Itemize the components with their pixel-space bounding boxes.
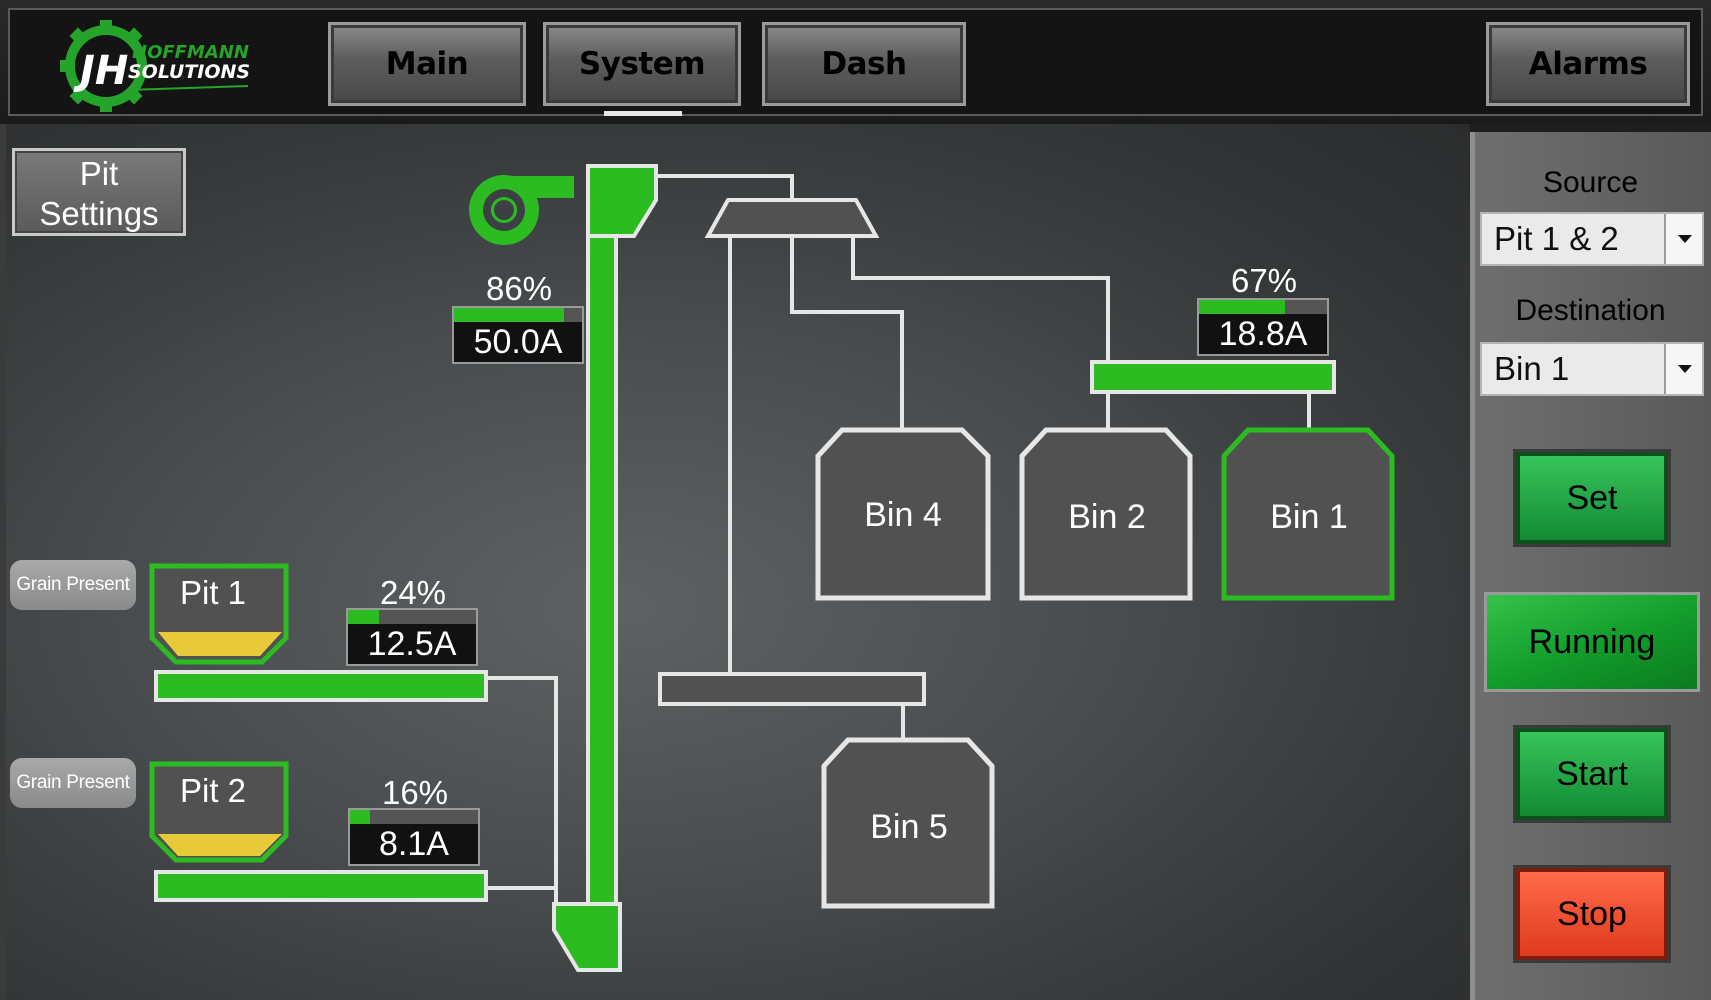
bin-2-label: Bin 2 xyxy=(1068,498,1146,536)
leg-head[interactable] xyxy=(586,164,658,238)
bin-1[interactable] xyxy=(1221,427,1395,601)
pit-settings-line-1: Pit xyxy=(79,155,119,192)
control-sidebar xyxy=(1470,132,1711,1000)
source-select[interactable]: Pit 1 & 2 xyxy=(1480,212,1704,266)
bin-1-label: Bin 1 xyxy=(1270,498,1348,536)
distributor[interactable] xyxy=(704,198,880,238)
bin-4-label: Bin 4 xyxy=(864,496,942,534)
conveyor-percent: 67% xyxy=(1230,262,1298,299)
pit-1-label: Pit 1 xyxy=(180,574,247,611)
leg-amps: 50.0A xyxy=(473,323,563,361)
source-label: Source xyxy=(1542,166,1639,199)
pit2-conveyor[interactable] xyxy=(154,870,488,902)
bin-5-label: Bin 5 xyxy=(870,808,948,846)
destination-select[interactable]: Bin 1 xyxy=(1480,342,1704,396)
pit-2-amps: 8.1A xyxy=(379,825,449,863)
tab-dash[interactable]: Dash xyxy=(762,22,966,106)
fan-icon[interactable] xyxy=(469,175,574,245)
conveyor-amps: 18.8A xyxy=(1218,315,1308,353)
logo-monogram: JH xyxy=(73,48,128,94)
bin-conveyor[interactable] xyxy=(1090,360,1336,394)
conveyor-amp-meter: 18.8A xyxy=(1197,298,1329,356)
pit-1-load-bar xyxy=(348,610,379,624)
destination-label: Destination xyxy=(1515,294,1666,327)
bin-2[interactable] xyxy=(1019,427,1193,601)
logo-line-1: HOFFMANN xyxy=(132,42,249,63)
hoffmann-solutions-logo: JH HOFFMANN SOLUTIONS xyxy=(60,20,250,112)
pit-1-load-track xyxy=(348,610,476,624)
chevron-down-icon[interactable] xyxy=(1664,214,1702,264)
chevron-down-icon[interactable] xyxy=(1664,344,1702,394)
pit-1-amps: 12.5A xyxy=(367,625,457,663)
pit-2-grain-present-indicator[interactable]: Grain Present xyxy=(10,758,136,808)
process-schematic xyxy=(149,164,1395,972)
set-button[interactable]: Set xyxy=(1516,452,1668,544)
source-value: Pit 1 & 2 xyxy=(1494,220,1619,257)
start-button[interactable]: Start xyxy=(1516,728,1668,820)
pit-2-amp-meter: 8.1A xyxy=(348,808,480,866)
bin-4[interactable] xyxy=(815,427,991,601)
stop-button[interactable]: Stop xyxy=(1516,868,1668,960)
pit-settings-line-2: Settings xyxy=(39,195,159,232)
pit-2-percent: 16% xyxy=(381,774,449,811)
bin5-conveyor[interactable] xyxy=(658,672,926,706)
bin-5[interactable] xyxy=(821,737,995,909)
elevator-leg[interactable] xyxy=(586,232,618,906)
leg-boot[interactable] xyxy=(552,902,622,972)
pit-1-grain-present-indicator[interactable]: Grain Present xyxy=(10,560,136,610)
pit-2-load-bar xyxy=(350,810,371,824)
pit-2-label: Pit 2 xyxy=(180,772,247,809)
pit-1-hopper[interactable] xyxy=(149,563,289,665)
active-tab-indicator xyxy=(604,111,682,116)
destination-value: Bin 1 xyxy=(1494,350,1570,387)
pipes xyxy=(486,174,1311,904)
pit-1-amp-meter: 12.5A xyxy=(346,608,478,666)
tab-system[interactable]: System xyxy=(543,22,741,106)
pit-settings-button[interactable]: Pit Settings xyxy=(12,148,186,236)
alarms-button[interactable]: Alarms xyxy=(1486,22,1690,106)
pit1-conveyor[interactable] xyxy=(154,670,488,702)
pit-1-percent: 24% xyxy=(379,574,447,611)
running-status-indicator: Running xyxy=(1484,592,1700,692)
leg-percent: 86% xyxy=(485,270,553,307)
gear-icon xyxy=(60,20,147,112)
leg-load-bar xyxy=(454,308,565,322)
leg-amp-meter: 50.0A xyxy=(452,306,584,364)
conveyor-load-bar xyxy=(1199,300,1285,314)
tab-main[interactable]: Main xyxy=(328,22,526,106)
pit-2-load-track xyxy=(350,810,478,824)
pit-2-hopper[interactable] xyxy=(149,761,289,863)
logo-line-2: SOLUTIONS xyxy=(128,61,250,83)
